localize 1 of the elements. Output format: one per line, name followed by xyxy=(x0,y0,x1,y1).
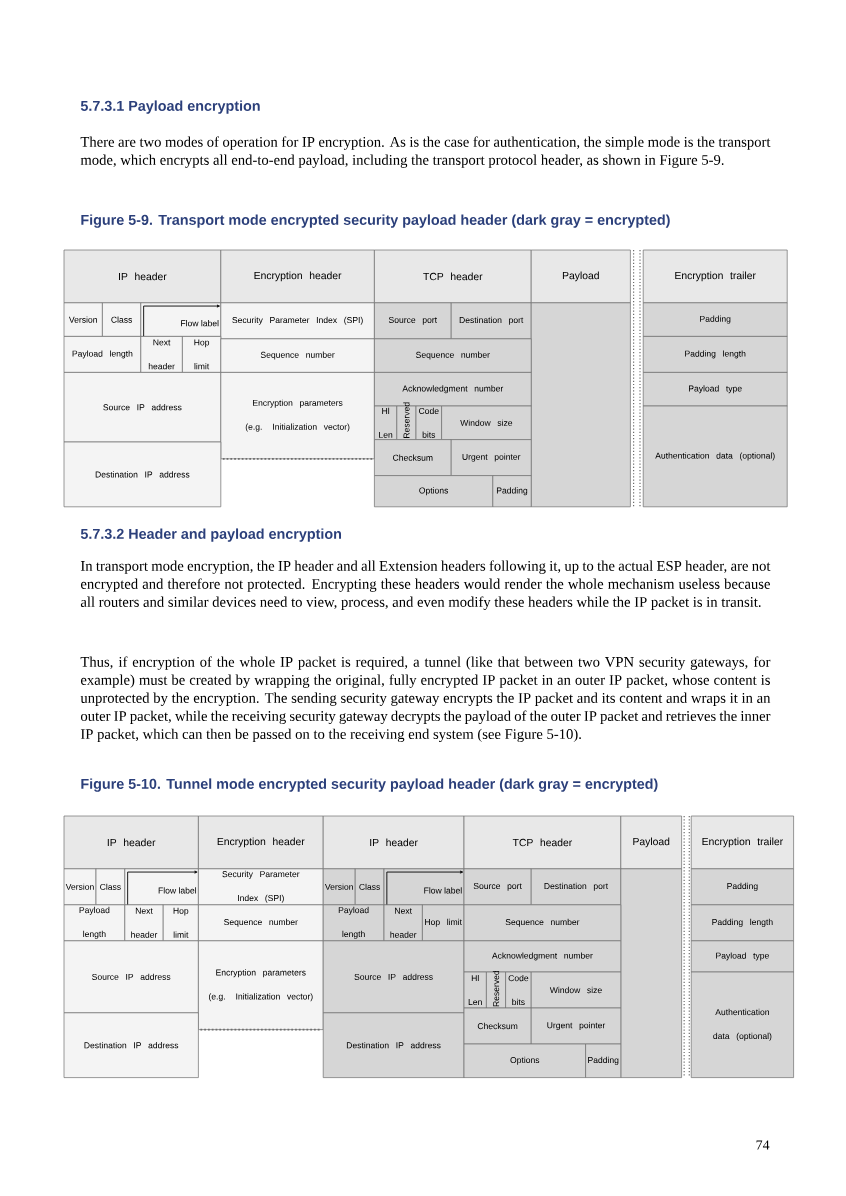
payload-block xyxy=(530,302,631,508)
